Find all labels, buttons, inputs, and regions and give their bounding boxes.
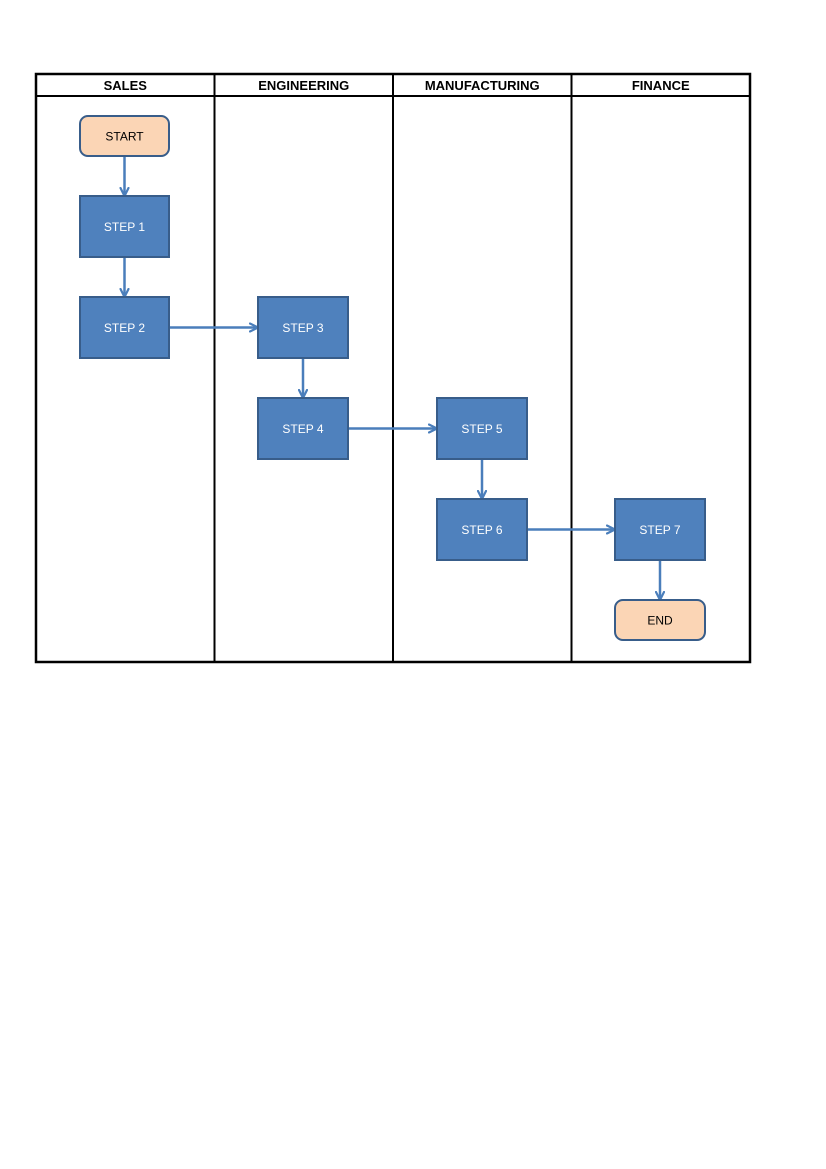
step-3-label: STEP 3 <box>282 321 323 335</box>
lane-header-engineering: ENGINEERING <box>258 78 349 93</box>
node-end[interactable]: END <box>614 599 706 641</box>
node-step-3[interactable]: STEP 3 <box>257 296 349 359</box>
step-4-label: STEP 4 <box>282 422 323 436</box>
node-step-5[interactable]: STEP 5 <box>436 397 528 460</box>
lane-header-finance: FINANCE <box>632 78 690 93</box>
node-step-6[interactable]: STEP 6 <box>436 498 528 561</box>
step-3-box[interactable] <box>257 296 349 359</box>
step-5-label: STEP 5 <box>461 422 502 436</box>
start-terminal[interactable] <box>79 115 170 157</box>
lane-headers: SALES ENGINEERING MANUFACTURING FINANCE <box>104 78 690 93</box>
node-step-1[interactable]: STEP 1 <box>79 195 170 258</box>
start-label: START <box>105 130 144 144</box>
node-start[interactable]: START <box>79 115 170 157</box>
step-7-box[interactable] <box>614 498 706 561</box>
step-1-box[interactable] <box>79 195 170 258</box>
node-step-7[interactable]: STEP 7 <box>614 498 706 561</box>
step-7-label: STEP 7 <box>639 523 680 537</box>
node-step-4[interactable]: STEP 4 <box>257 397 349 460</box>
end-label: END <box>647 614 673 628</box>
end-terminal[interactable] <box>614 599 706 641</box>
step-1-label: STEP 1 <box>104 220 145 234</box>
step-2-label: STEP 2 <box>104 321 145 335</box>
step-2-box[interactable] <box>79 296 170 359</box>
step-6-label: STEP 6 <box>461 523 502 537</box>
step-5-box[interactable] <box>436 397 528 460</box>
swimlane-table <box>34 72 752 664</box>
step-6-box[interactable] <box>436 498 528 561</box>
lane-header-manufacturing: MANUFACTURING <box>425 78 540 93</box>
connectors <box>125 156 661 599</box>
lane-header-sales: SALES <box>104 78 148 93</box>
node-step-2[interactable]: STEP 2 <box>79 296 170 359</box>
step-4-box[interactable] <box>257 397 349 460</box>
